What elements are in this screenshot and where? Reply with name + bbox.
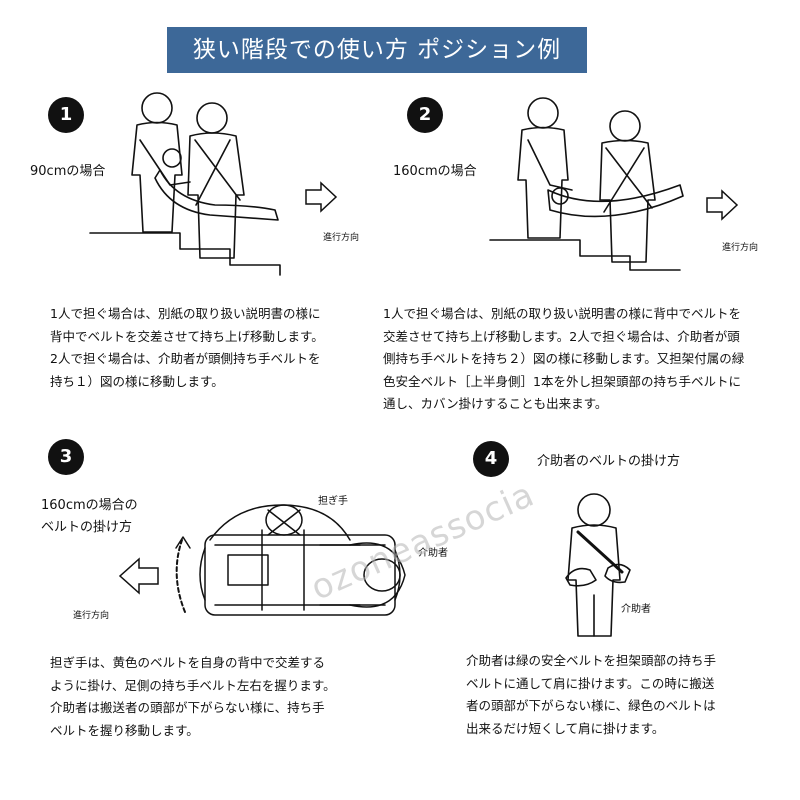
direction-arrow-left-3 — [118, 557, 159, 595]
panel-4-description: 介助者は緑の安全ベルトを担架頭部の持ち手 ベルトに通して肩に掛けます。この時に搬… — [466, 650, 716, 740]
panel-1-line-1: 1人で担ぐ場合は、別紙の取り扱い説明書の様に — [50, 306, 321, 321]
panel-3-description: 担ぎ手は、黄色のベルトを自身の背中で交差する ように掛け、足側の持ち手ベルト左右… — [50, 652, 336, 742]
step-2-badge: 2 — [407, 97, 443, 133]
direction-label-1: 進行方向 — [323, 233, 360, 243]
panel-4-line-2: ベルトに通して肩に掛けます。この時に搬送 — [466, 675, 715, 691]
panel-2-line-5: 通し、カバン掛けすることも出来ます。 — [383, 396, 608, 411]
case-label-90cm: 90cmの場合 — [30, 164, 106, 179]
panel-3-line-2: ように掛け、足側の持ち手ベルト左右を握ります。 — [50, 677, 336, 693]
step-3-badge: 3 — [48, 439, 84, 475]
panel-1-description: 1人で担ぐ場合は、別紙の取り扱い説明書の様に 背中でベルトを交差させて持ち上げ移… — [50, 303, 324, 393]
step-4-badge: 4 — [473, 441, 509, 477]
panel-1-line-3: 2人で担ぐ場合は、介助者が頭側持ち手ベルトを — [50, 351, 321, 366]
panel-3-line-3: 介助者は搬送者の頭部が下がらない様に、持ち手 — [50, 700, 325, 715]
helper-label-3: 介助者 — [418, 548, 448, 559]
panel-2-line-1: 1人で担ぐ場合は、別紙の取り扱い説明書の様に背中でベルトを — [383, 306, 741, 321]
direction-arrow-right-1 — [305, 181, 338, 213]
carrier-label: 担ぎ手 — [318, 496, 348, 507]
panel-2-description: 1人で担ぐ場合は、別紙の取り扱い説明書の様に背中でベルトを 交差させて持ち上げ移… — [383, 303, 744, 416]
helper-label-4: 介助者 — [621, 604, 651, 615]
case-label-160cm: 160cmの場合 — [393, 164, 477, 179]
panel-4-line-3: 者の頭部が下がらない様に、緑色のベルトは — [466, 698, 716, 713]
direction-label-3: 進行方向 — [73, 611, 110, 621]
direction-arrow-right-2 — [706, 189, 739, 221]
panel-1-line-2: 背中でベルトを交差させて持ち上げ移動します。 — [50, 328, 324, 344]
panel-4-heading: 介助者のベルトの掛け方 — [537, 454, 681, 469]
panel-2-line-2: 交差させて持ち上げ移動します。2人で担ぐ場合は、介助者が頭 — [383, 328, 740, 344]
panel-3-heading-line-1: 160cmの場合の — [41, 498, 138, 513]
panel-2-line-3: 側持ち手ベルトを持ち２）図の様に移動します。又担架付属の緑 — [383, 351, 745, 366]
panel-2-line-4: 色安全ベルト［上半身側］1本を外し担架頭部の持ち手ベルトに — [383, 373, 741, 389]
panel-1-line-4: 持ち１）図の様に移動します。 — [50, 373, 224, 389]
panel-4-line-1: 介助者は緑の安全ベルトを担架頭部の持ち手 — [466, 653, 717, 668]
panel-3-line-4: ベルトを握り移動します。 — [50, 722, 199, 738]
step-1-badge: 1 — [48, 97, 84, 133]
direction-label-2: 進行方向 — [722, 243, 759, 253]
panel-3-heading-line-2: ベルトの掛け方 — [41, 520, 133, 535]
panel-4-line-4: 出来るだけ短くして肩に掛けます。 — [466, 720, 665, 736]
panel-3-line-1: 担ぎ手は、黄色のベルトを自身の背中で交差する — [50, 655, 326, 670]
page-title: 狭い階段での使い方 ポジション例 — [167, 27, 587, 73]
